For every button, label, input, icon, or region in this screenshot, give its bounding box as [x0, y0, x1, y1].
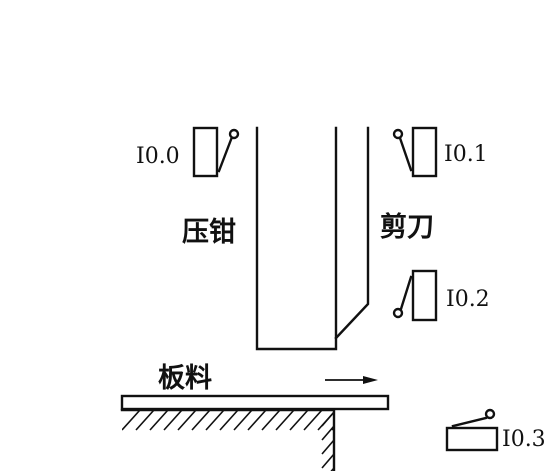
- pressing-clamp-label: 压钳: [182, 217, 236, 248]
- limit-switch-i0-0: [192, 126, 240, 178]
- switch-label-i0-1: I0.1: [444, 142, 488, 167]
- pressing-clamp: [255, 126, 338, 351]
- limit-switch-i0-2: [392, 269, 438, 322]
- switch-label-i0-0: I0.0: [136, 144, 180, 169]
- switch-label-i0-3: I0.3: [502, 427, 546, 452]
- limit-switch-i0-3: [445, 408, 499, 452]
- shear-blade-label: 剪刀: [380, 211, 434, 243]
- feed-direction-arrow: [325, 376, 378, 384]
- table-hatching: [122, 410, 334, 471]
- machine-table: [120, 408, 336, 471]
- shear-blade: [334, 126, 370, 340]
- limit-switch-i0-1: [392, 126, 438, 178]
- switch-label-i0-2: I0.2: [446, 287, 490, 312]
- sheet-material-label: 板料: [158, 363, 212, 394]
- sheet-material: [120, 394, 390, 411]
